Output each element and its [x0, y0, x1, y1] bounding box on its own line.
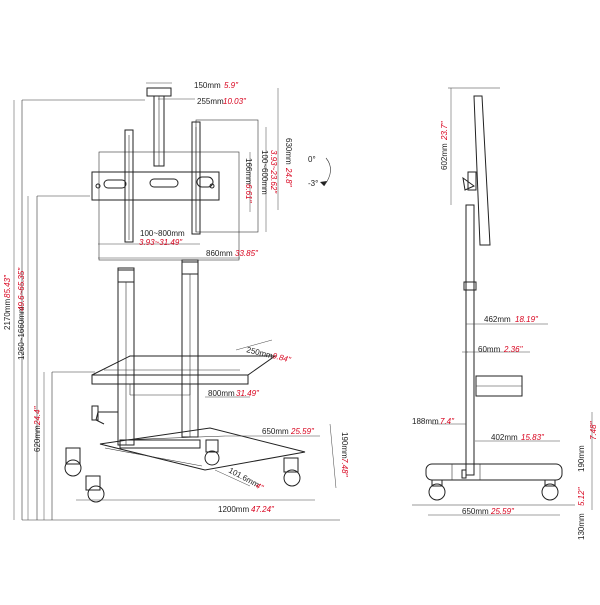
dim-190-metric: 190mm	[340, 432, 349, 459]
tilt-indicator	[320, 157, 331, 187]
dim-620-metric: 620mm	[33, 425, 42, 452]
mount-arms	[124, 121, 201, 243]
dim-1200-imperial: 47.24"	[251, 505, 275, 514]
dim-2170-metric: 2170mm	[3, 299, 12, 330]
dim-101-imperial: 4"	[254, 481, 266, 493]
back-plane	[21, 99, 340, 521]
dim-650-imperial: 25.59"	[290, 427, 315, 436]
dim-650r-imperial: 25.59"	[490, 507, 515, 516]
dim-860-imperial: 33.85"	[235, 249, 259, 258]
dim-1260-metric: 1260~1660mm	[17, 306, 26, 360]
dim-255-metric: 255mm	[197, 97, 224, 106]
dim-860-metric: 860mm	[206, 249, 233, 258]
columns	[117, 259, 199, 446]
dim-60-metric: 60mm	[478, 345, 501, 354]
dim-1200-metric: 1200mm	[218, 505, 249, 514]
dim-255-imperial: 10.03"	[223, 97, 247, 106]
dim-190r-metric: 190mm	[577, 445, 586, 472]
dim-630-metric: 630mm	[284, 138, 293, 165]
dim-150-metric: 150mm	[194, 81, 221, 90]
dim-602-imperial: 23.7"	[440, 120, 449, 141]
dim-190r-imperial: 7.48"	[589, 420, 598, 440]
dim-462-imperial: 18.19"	[515, 315, 539, 324]
dim-166-metric: 166mm	[244, 158, 253, 185]
tilt-up-label: 0°	[308, 155, 316, 164]
dim-250-imperial: 9.84"	[272, 351, 293, 364]
dim-100-600-imperial: 3.93~23.62"	[269, 150, 278, 194]
dim-166-imperial: 6.61"	[244, 184, 253, 204]
front-dimension-lines	[13, 82, 337, 520]
base-frame	[99, 427, 306, 471]
dim-190-imperial: 7.48"	[340, 458, 349, 478]
middle-shelf	[91, 355, 277, 396]
dim-602-metric: 602mm	[440, 143, 449, 170]
side-view	[412, 87, 593, 516]
dim-650-metric: 650mm	[262, 427, 289, 436]
dim-130-imperial: 5.12"	[577, 486, 586, 506]
dim-630-imperial: 24.8"	[284, 167, 293, 188]
casters	[64, 439, 301, 503]
dim-188-metric: 188mm	[412, 417, 439, 426]
dim-100-600-metric: 100~600mm	[260, 150, 269, 195]
crank-handle	[91, 405, 118, 425]
camera-shelf	[146, 87, 172, 167]
dim-462-metric: 462mm	[484, 315, 511, 324]
dim-130-metric: 130mm	[577, 513, 586, 540]
dim-100-800-metric: 100~800mm	[140, 229, 185, 238]
dim-650r-metric: 650mm	[462, 507, 489, 516]
dim-800-metric: 800mm	[208, 389, 235, 398]
vesa-plate	[91, 171, 220, 201]
dim-100-800-imperial: 3.93~31.49"	[139, 238, 183, 247]
dim-800-imperial: 31.49"	[236, 389, 260, 398]
dim-620-imperial: 24.4"	[33, 405, 42, 426]
dim-1260-imperial: 49.6~65.35"	[17, 267, 26, 311]
dim-402-metric: 402mm	[491, 433, 518, 442]
dim-250-metric: 250mm	[246, 345, 274, 360]
dim-60-imperial: 2.36"	[503, 345, 524, 354]
dim-188-imperial: 7.4"	[440, 417, 455, 426]
dim-2170-imperial: 85.43"	[3, 274, 12, 298]
tilt-down-label: -3°	[308, 179, 318, 188]
dim-402-imperial: 15.83"	[521, 433, 545, 442]
dim-150-imperial: 5.9"	[224, 81, 239, 90]
